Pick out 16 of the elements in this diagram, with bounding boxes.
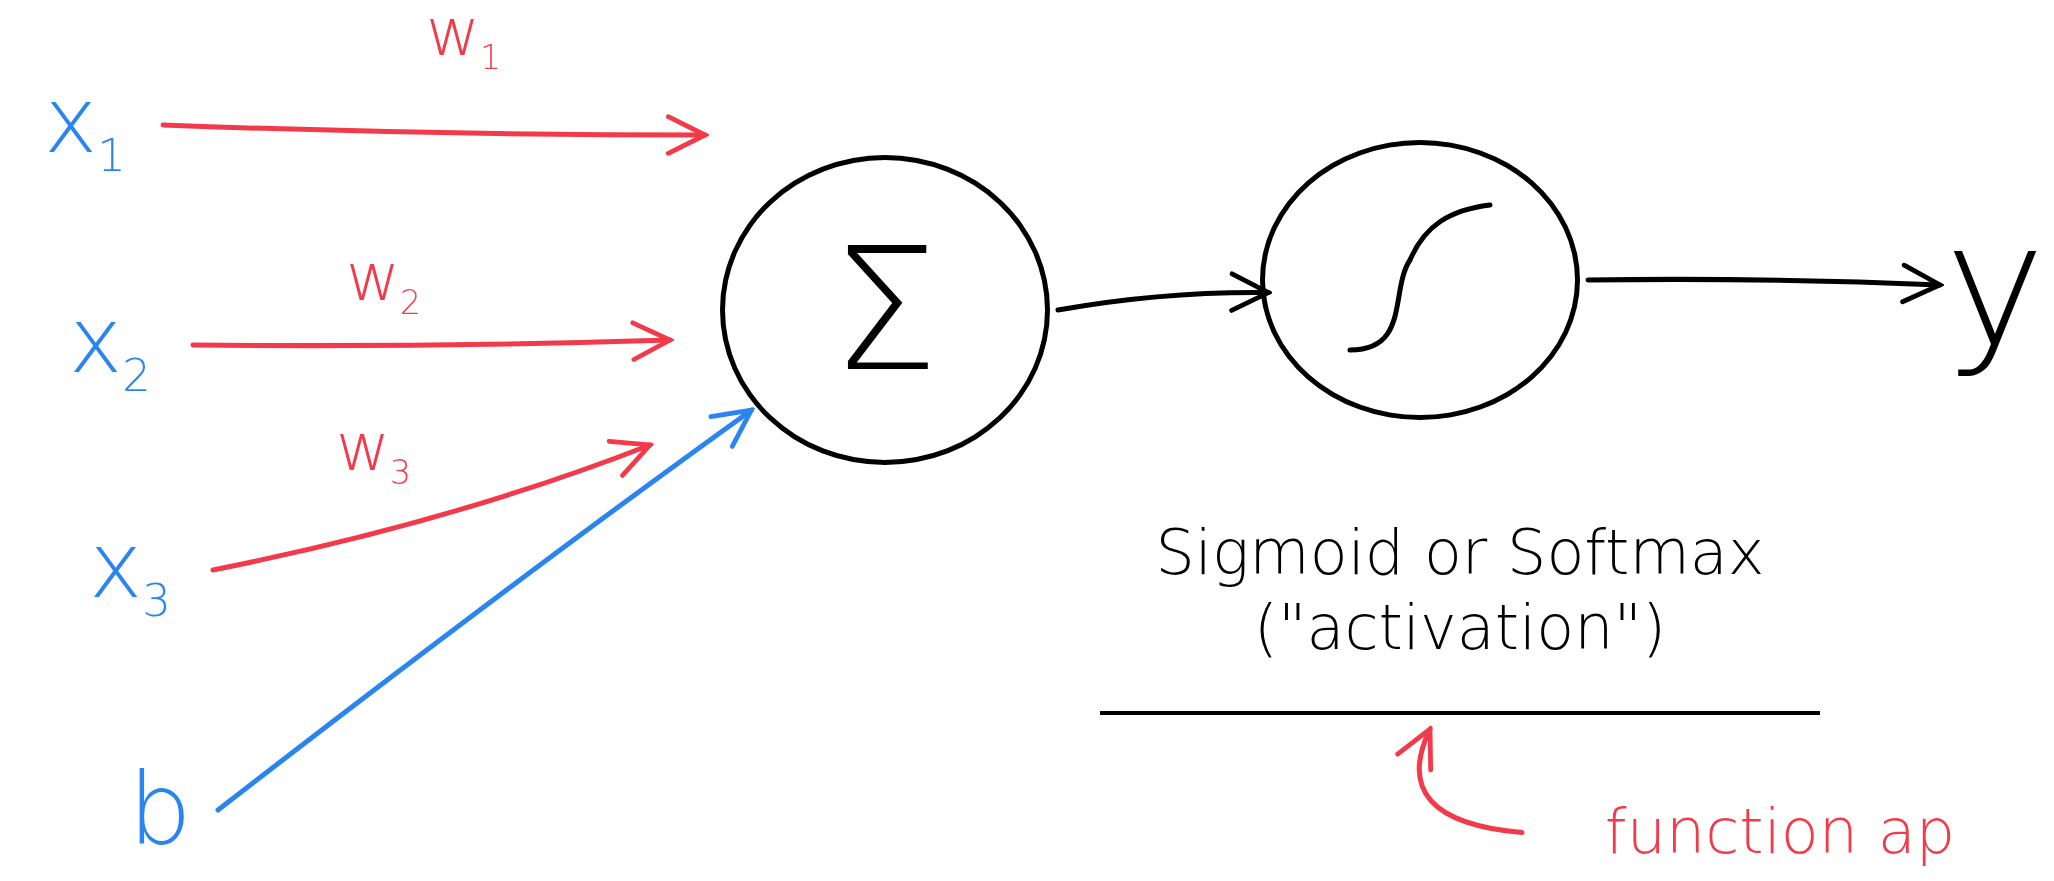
bias-variable: b <box>110 750 210 870</box>
input-variable: x$_{2}$ <box>35 280 185 410</box>
activation-circle <box>1260 140 1580 420</box>
arrow <box>215 407 754 813</box>
arrow <box>1396 726 1525 835</box>
output-variable: y <box>1950 180 2040 390</box>
annotation-text: function ap <box>1530 790 2030 875</box>
summation-circle: Σ <box>720 155 1050 465</box>
arrow <box>1055 271 1271 314</box>
input-variable: x$_{1}$ <box>15 60 155 190</box>
input-variable: x$_{3}$ <box>55 500 205 640</box>
arrow <box>160 114 708 156</box>
arrow <box>190 320 673 362</box>
arrow <box>1585 262 1943 305</box>
arrow <box>210 438 653 573</box>
activation-note: Sigmoid or Softmax ("activation") <box>1100 470 1820 715</box>
